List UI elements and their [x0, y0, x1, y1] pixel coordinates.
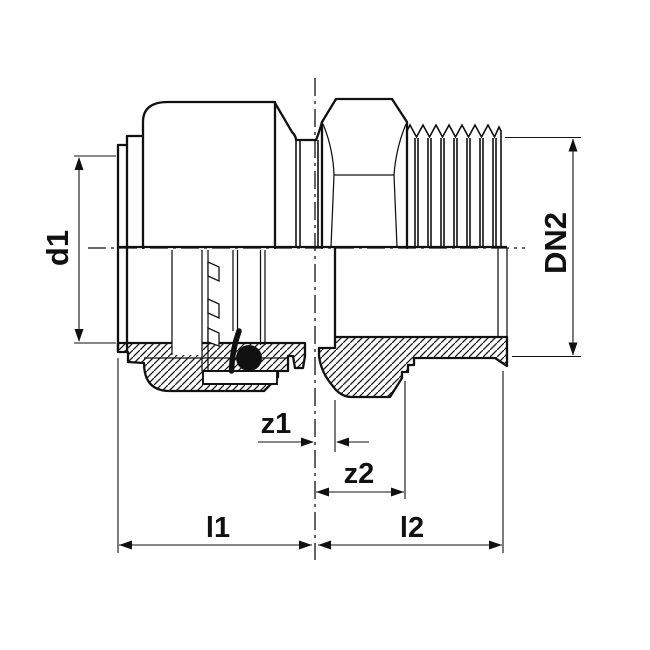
cross-section-right-body — [317, 248, 509, 399]
l2-label: l2 — [400, 512, 424, 544]
d1-arrow-up — [74, 157, 84, 170]
cap-silhouette — [141, 100, 277, 250]
support-sleeve-section — [202, 370, 278, 385]
dn2-arrow-up — [568, 138, 578, 152]
grip-claw — [228, 328, 242, 374]
z1-label: z1 — [261, 408, 292, 440]
dimension-dn2: DN2 — [505, 136, 581, 358]
grip-tooth-2 — [207, 297, 220, 320]
l1-arrow-left — [119, 540, 132, 550]
o-ring — [236, 345, 262, 371]
dn2-arrow-down — [568, 342, 578, 356]
z2-arrow-right — [391, 487, 404, 497]
z2-label: z2 — [344, 458, 375, 490]
hex-nut-silhouette — [320, 97, 409, 250]
l2-arrow-right — [489, 540, 502, 550]
hex-nut-outline — [320, 97, 409, 250]
d1-label: d1 — [40, 230, 75, 266]
press-sleeve-outline — [116, 100, 324, 354]
bore-gap — [172, 250, 202, 355]
male-adapter-section — [317, 335, 509, 399]
hex-facet-left-arc — [322, 123, 335, 176]
dimension-d1: d1 — [40, 155, 116, 344]
z2-arrow-left — [316, 487, 329, 497]
dimension-z1: z1 — [258, 400, 369, 452]
z1-arrow-right — [301, 437, 314, 447]
dimension-z2: z2 — [316, 381, 406, 499]
male-thread — [406, 123, 502, 248]
thread-root-lines — [414, 138, 497, 247]
thread-crest-zigzag — [406, 123, 502, 248]
l1-arrow-right — [299, 540, 312, 550]
d1-arrow-down — [74, 329, 84, 342]
z1-arrow-left — [336, 437, 349, 447]
l2-arrow-left — [318, 540, 331, 550]
cross-section-left-body — [116, 250, 307, 393]
hex-facet-leg-right — [393, 174, 398, 248]
dimension-l2: l2 — [318, 371, 504, 553]
hex-facet-right-arc — [393, 123, 407, 176]
dimension-l1: l1 — [117, 358, 312, 553]
hex-facet-leg-left — [330, 174, 335, 248]
grip-tooth-1 — [207, 260, 220, 283]
grip-tooth-3 — [207, 326, 220, 347]
dn2-label: DN2 — [538, 212, 573, 274]
l1-label: l1 — [206, 512, 230, 544]
